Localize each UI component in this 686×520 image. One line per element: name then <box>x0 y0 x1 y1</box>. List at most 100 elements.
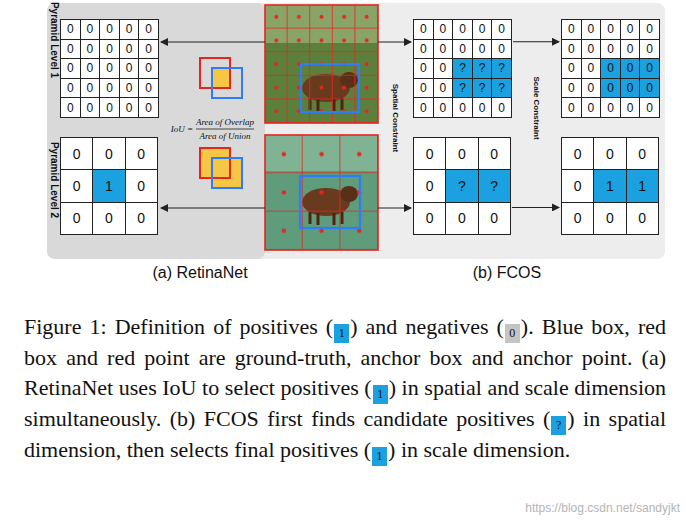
grid-cell: 0 <box>414 170 446 202</box>
grid-cell: 0 <box>100 79 120 99</box>
grid-cell: 0 <box>582 98 602 118</box>
grid-cell: ? <box>453 79 473 99</box>
grid-cell: 0 <box>81 79 101 99</box>
text-label: (b) FCOS <box>473 264 541 282</box>
grid-cell: 0 <box>582 40 602 60</box>
photo-level-2 <box>265 135 378 250</box>
grid-cell: 0 <box>120 20 140 40</box>
grid-cell: 0 <box>601 20 621 40</box>
vertical-label: Scale Constraint <box>532 76 541 139</box>
grid-cell: 0 <box>100 59 120 79</box>
grid-cell: 0 <box>93 138 125 170</box>
text-label: (a) RetinaNet <box>152 264 247 282</box>
grid-cell: 0 <box>621 59 641 79</box>
anchor-grid: 000010000 <box>60 137 158 235</box>
figure-shape <box>212 158 242 188</box>
grid-cell: 0 <box>640 79 660 99</box>
figure-shape <box>161 41 265 42</box>
figure-shape <box>200 148 230 178</box>
grid-cell: 0 <box>562 59 582 79</box>
grid-cell: 1 <box>627 170 659 202</box>
figure-shape <box>300 176 360 228</box>
grid-cell: 1 <box>594 170 626 202</box>
figure-shape <box>212 68 242 98</box>
grid-cell: 0 <box>414 203 446 235</box>
outer-panel <box>47 3 665 259</box>
grid-cell: 0 <box>562 170 594 202</box>
grid-cell: 0 <box>601 79 621 99</box>
anchor-grid: 0000000000000000000000000 <box>561 19 660 118</box>
grid-cell: 0 <box>61 203 93 235</box>
grid-cell: ? <box>453 59 473 79</box>
grid-cell: 0 <box>434 20 454 40</box>
photo-level-1 <box>265 5 378 123</box>
assign-arrows <box>161 42 411 208</box>
grid-cell: 0 <box>100 40 120 60</box>
grid-cell: 0 <box>601 40 621 60</box>
iou-overlap-icon <box>200 58 242 98</box>
grid-cell: ? <box>479 170 511 202</box>
constraint-arrow <box>513 41 559 42</box>
grid-cell: 0 <box>594 203 626 235</box>
grid-cell: 0 <box>562 98 582 118</box>
grid-cell: 0 <box>621 79 641 99</box>
grid-cell: 0 <box>562 203 594 235</box>
grid-cell: 0 <box>479 203 511 235</box>
grid-cell: 0 <box>562 138 594 170</box>
figure-shape <box>378 41 411 42</box>
anchor-grid: 000011000 <box>561 137 659 235</box>
grid-cell: 0 <box>120 40 140 60</box>
grid-cell: 0 <box>81 59 101 79</box>
grid-cell: 0 <box>627 138 659 170</box>
grid-cell: 0 <box>492 40 512 60</box>
grid-cell: ? <box>473 79 493 99</box>
grid-cell: 0 <box>126 170 158 202</box>
grid-cell: 0 <box>434 40 454 60</box>
vertical-label: Pyramid Level 2 <box>48 142 59 218</box>
grid-cell: 0 <box>81 98 101 118</box>
grid-cell: 0 <box>139 20 159 40</box>
figure-shape <box>212 158 242 188</box>
grid-cell: 0 <box>120 59 140 79</box>
legend-badge: 0 <box>505 324 520 343</box>
grid-cell: 0 <box>81 40 101 60</box>
grid-cell: ? <box>473 59 493 79</box>
figure-caption: Figure 1: Definition of positives (1) an… <box>24 312 666 466</box>
text-label: IoU = <box>171 124 193 134</box>
grid-cell: 0 <box>582 59 602 79</box>
grid-cell: 0 <box>473 98 493 118</box>
grid-cell: 0 <box>93 203 125 235</box>
retinanet-panel <box>47 3 265 259</box>
fraction-bar <box>196 129 254 130</box>
legend-badge: 1 <box>372 447 387 466</box>
grid-cell: 0 <box>492 98 512 118</box>
grid-cell: 0 <box>594 138 626 170</box>
grid-cell: 0 <box>640 98 660 118</box>
grid-cell: 0 <box>479 138 511 170</box>
grid-cell: 0 <box>139 79 159 99</box>
figure-shape <box>265 5 378 123</box>
grid-cell: 0 <box>126 138 158 170</box>
grid-cell: 0 <box>621 20 641 40</box>
grid-cell: 0 <box>601 59 621 79</box>
grid-cell: 0 <box>61 98 81 118</box>
grid-cell: 0 <box>621 40 641 60</box>
grid-cell: 0 <box>61 40 81 60</box>
grid-cell: 0 <box>61 170 93 202</box>
grid-cell: 0 <box>621 98 641 118</box>
figure-shape <box>212 68 230 88</box>
grid-cell: 0 <box>453 20 473 40</box>
grid-cell: 0 <box>100 98 120 118</box>
anchor-grid: 000000000000???00???00000 <box>413 19 512 118</box>
grid-cell: 0 <box>562 20 582 40</box>
grid-cell: ? <box>492 79 512 99</box>
grid-cell: ? <box>446 170 478 202</box>
grid-cell: 0 <box>582 20 602 40</box>
grid-cell: 0 <box>434 59 454 79</box>
grid-cell: 0 <box>414 138 446 170</box>
grid-cell: 0 <box>473 40 493 60</box>
grid-cell: 0 <box>562 40 582 60</box>
grid-cell: 0 <box>61 138 93 170</box>
grid-cell: 0 <box>582 79 602 99</box>
grid-cell: 0 <box>446 203 478 235</box>
